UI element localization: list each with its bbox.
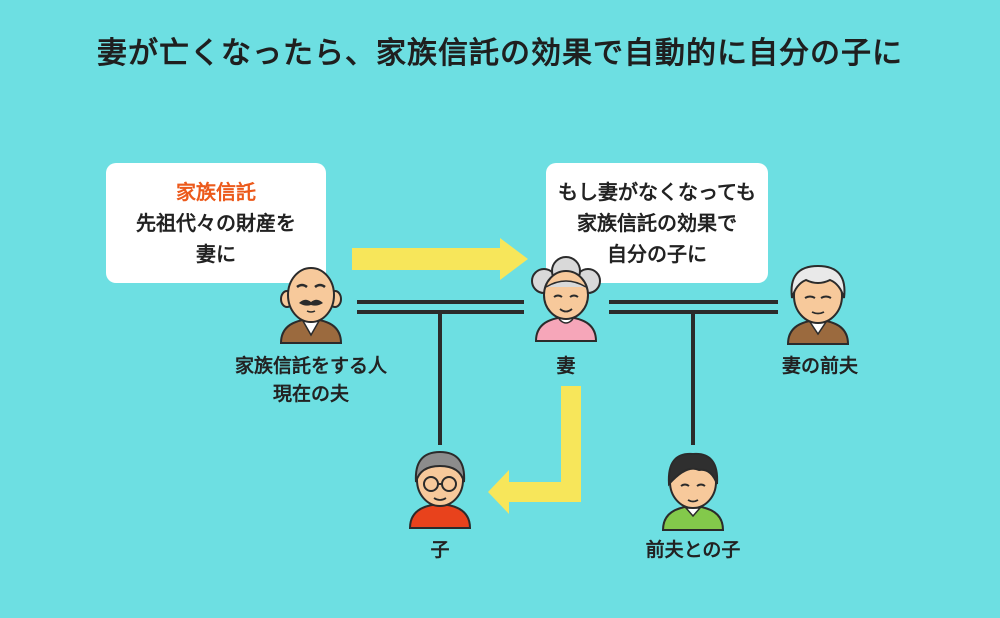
wife-avatar-icon bbox=[531, 256, 601, 342]
child-label: 子 bbox=[430, 539, 450, 561]
husband-avatar-icon bbox=[279, 267, 343, 344]
marriage-line-wife-ex-husband bbox=[609, 300, 778, 314]
effect-note-line-1: もし妻がなくなっても bbox=[558, 180, 756, 204]
child-avatar-icon bbox=[408, 450, 472, 529]
wife-label: 妻 bbox=[556, 355, 576, 377]
ex-child-label: 前夫との子 bbox=[645, 539, 741, 561]
marriage-line-husband-wife bbox=[357, 300, 524, 314]
trust-note-line-3: 妻に bbox=[196, 242, 236, 266]
husband-label-line-1: 家族信託をする人 bbox=[234, 355, 387, 377]
husband-label: 家族信託をする人 現在の夫 bbox=[206, 352, 416, 408]
effect-note-bubble: もし妻がなくなっても 家族信託の効果で 自分の子に bbox=[546, 163, 768, 283]
trust-note-bubble: 家族信託 先祖代々の財産を 妻に bbox=[106, 163, 326, 283]
page-title: 妻が亡くなったら、家族信託の効果で自動的に自分の子に bbox=[97, 36, 903, 71]
husband-label-line-2: 現在の夫 bbox=[272, 383, 349, 405]
ex-husband-avatar-icon bbox=[786, 264, 850, 345]
ex-husband-label: 妻の前夫 bbox=[781, 355, 858, 377]
arrow-down-left-icon bbox=[488, 386, 581, 514]
trust-note-line-2: 先祖代々の財産を bbox=[136, 211, 296, 235]
trust-note-heading: 家族信託 bbox=[176, 180, 256, 204]
effect-note-line-3: 自分の子に bbox=[607, 242, 707, 266]
ex-child-avatar-icon bbox=[661, 452, 725, 531]
effect-note-line-2: 家族信託の効果で bbox=[577, 211, 737, 235]
arrow-right-icon bbox=[352, 238, 528, 280]
